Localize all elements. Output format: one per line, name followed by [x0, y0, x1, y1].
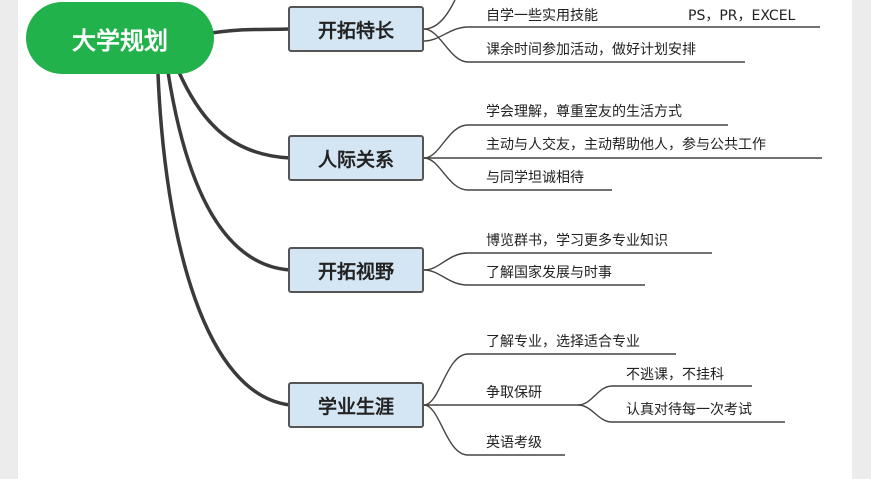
leaf-node: 了解国家发展与时事 — [486, 265, 612, 281]
leaf-connector-4-1 — [423, 353, 676, 406]
leaf-connector-2-3 — [423, 157, 612, 191]
leaf-note: PS，PR，EXCEL — [688, 8, 796, 24]
leaf-connector-1-1 — [423, 26, 820, 42]
branch-node-horizons: 开拓视野 — [288, 247, 424, 293]
root-connector-1 — [204, 27, 291, 36]
branch-node-academics: 学业生涯 — [288, 382, 424, 428]
leaf-node: 课余时间参加活动，做好计划安排 — [486, 42, 696, 58]
leaf-node: 主动与人交友，主动帮助他人，参与公共工作 — [486, 137, 766, 153]
subleaf-connector-1 — [577, 385, 752, 406]
root-node: 大学规划 — [26, 2, 214, 74]
leaf-connector-3-2 — [423, 269, 645, 286]
subleaf-node: 认真对待每一次考试 — [626, 402, 752, 418]
leaf-connector-1-2 — [423, 28, 745, 63]
leaf-node: 自学一些实用技能 — [486, 8, 598, 24]
leaf-connector-2-1 — [423, 124, 728, 159]
branch-node-specialty: 开拓特长 — [288, 6, 424, 52]
subleaf-connector-2 — [577, 404, 785, 423]
leaf-node: 与同学坦诚相待 — [486, 170, 584, 186]
root-connector-2 — [176, 69, 291, 160]
leaf-node: 学会理解，尊重室友的生活方式 — [486, 104, 682, 120]
subleaf-node: 不逃课，不挂科 — [626, 367, 724, 383]
leaf-connector-4-3 — [423, 404, 565, 456]
leaf-connector-3-1 — [423, 252, 712, 271]
leaf-node: 争取保研 — [486, 385, 542, 401]
leaf-node: 了解专业，选择适合专业 — [486, 334, 640, 350]
leaf-node: 博览群书，学习更多专业知识 — [486, 233, 668, 249]
root-connector-3 — [166, 71, 291, 272]
branch-node-relationships: 人际关系 — [288, 135, 424, 181]
leaf-node: 英语考级 — [486, 435, 542, 451]
root-connector-4 — [156, 73, 291, 407]
leaf-connector-1-top — [423, 0, 456, 30]
